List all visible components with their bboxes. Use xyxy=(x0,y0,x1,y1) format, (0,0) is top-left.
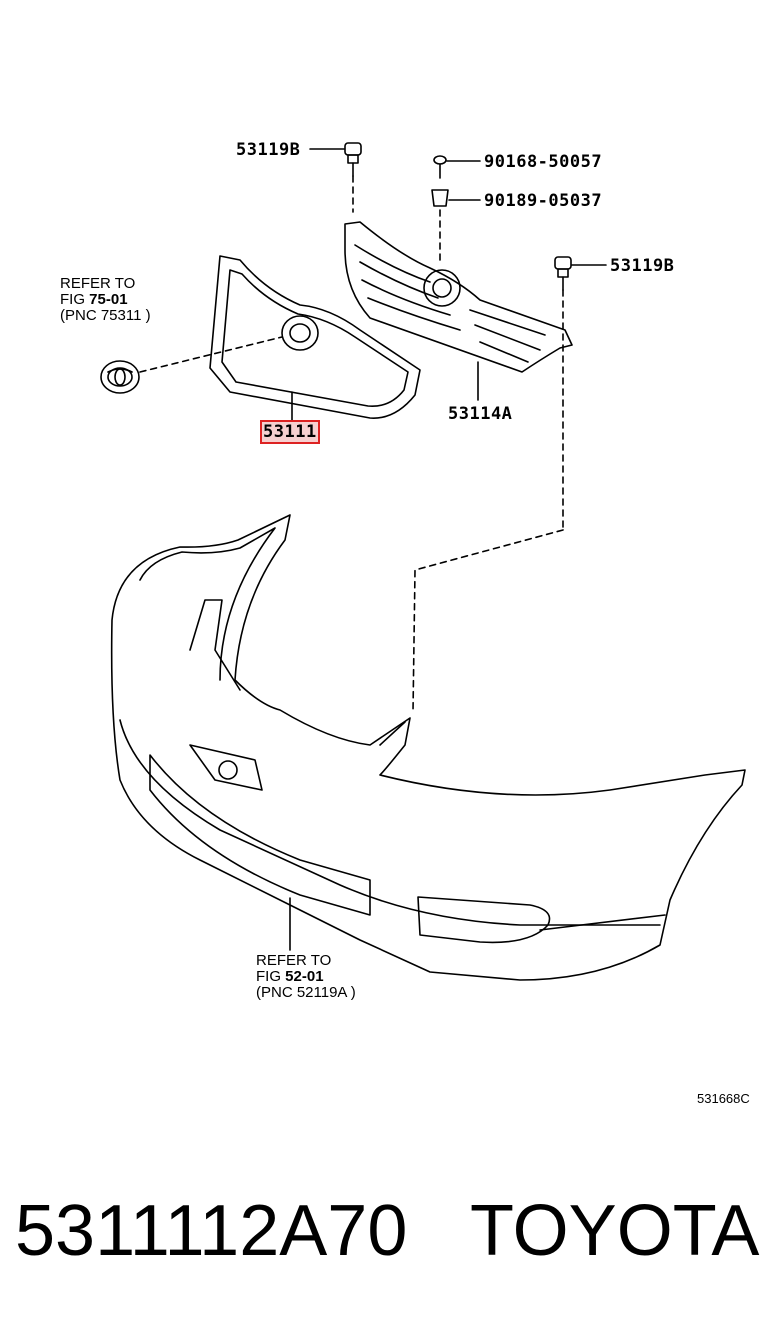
grille-frame-drawing xyxy=(209,255,421,433)
label-bolt-53119b-top: 53119B xyxy=(236,140,301,160)
label-bolt-53119b-right: 53119B xyxy=(610,256,675,276)
refer-emblem-line1: REFER TO xyxy=(60,275,136,292)
refer-emblem-pnc: (PNC 75311 ) xyxy=(60,307,151,324)
refer-bumper-fig-prefix: FIG xyxy=(256,968,281,985)
front-bumper-drawing xyxy=(110,514,746,981)
label-grille-frame-53111: 53111 xyxy=(260,420,320,444)
diagram-code: 531668C xyxy=(697,1091,750,1106)
refer-bumper-fig-number: 52-01 xyxy=(285,968,324,985)
highlighted-part-number: 53111 xyxy=(260,420,320,444)
refer-emblem-fig-prefix: FIG xyxy=(60,291,85,308)
footer-brand: TOYOTA xyxy=(470,1191,760,1271)
refer-bumper-pnc: (PNC 52119A ) xyxy=(256,984,356,1001)
label-radiator-grille-53114a: 53114A xyxy=(448,404,513,424)
refer-bumper-line1: REFER TO xyxy=(256,952,332,969)
fasteners-drawing xyxy=(309,142,607,291)
emblem-drawing xyxy=(100,360,140,394)
exploded-parts-diagram xyxy=(100,142,746,981)
leader-lines xyxy=(139,175,564,713)
refer-note-emblem: REFER TO FIG 75-01 (PNC 75311 ) xyxy=(60,276,151,324)
refer-note-bumper: REFER TO FIG 52-01 (PNC 52119A ) xyxy=(256,953,356,1001)
label-clip-90189: 90189-05037 xyxy=(484,191,603,211)
footer-part-number: 5311112A70 xyxy=(15,1191,408,1271)
label-screw-90168: 90168-50057 xyxy=(484,152,603,172)
refer-emblem-fig-number: 75-01 xyxy=(89,291,128,308)
radiator-grille-drawing xyxy=(344,221,573,401)
